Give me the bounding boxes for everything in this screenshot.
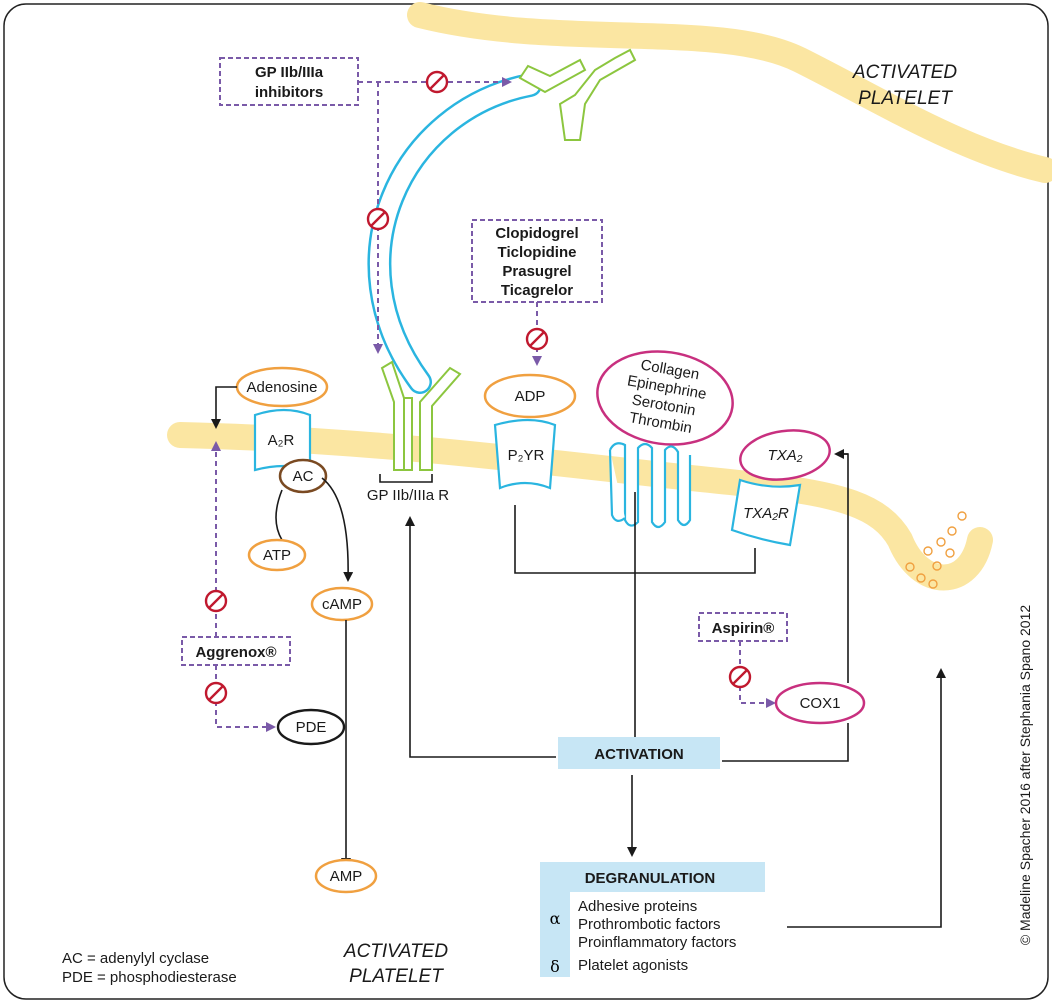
inhibition-symbol-icon	[728, 665, 752, 689]
gp-inhibitor-line1: GP IIb/IIIa	[255, 64, 324, 81]
pde-label: PDE	[296, 719, 327, 736]
adp-node	[483, 373, 577, 419]
p2y-drug-3: Ticagrelor	[501, 282, 573, 299]
ac-to-camp-arrow	[321, 477, 354, 582]
aspirin-box	[698, 612, 788, 642]
camp-node	[310, 586, 374, 622]
granules-icon	[905, 511, 967, 589]
p2yr-label: P₂YR	[508, 447, 545, 464]
txa2r-label: TXA₂R	[743, 505, 789, 522]
delta-label: δ	[550, 957, 560, 976]
degranulation-to-membrane-arrow	[787, 668, 946, 928]
top-title-line1: ACTIVATED	[852, 62, 957, 83]
ac-node	[278, 458, 328, 494]
activation-to-gp-arrow	[405, 516, 556, 758]
pde-node	[276, 708, 346, 746]
inhibition-symbol-icon	[366, 207, 390, 231]
ac-label: AC	[293, 468, 314, 485]
delta-item-0: Platelet agonists	[578, 957, 688, 974]
gp-inhibitor-line2: inhibitors	[255, 84, 323, 101]
p2y-drug-0: Clopidogrel	[495, 225, 578, 242]
atp-node	[247, 538, 307, 572]
credit-text: © Madeline Spacher 2016 after Stephania …	[1017, 605, 1033, 946]
frame	[3, 3, 1049, 1000]
txa2-node	[739, 429, 831, 481]
alpha-label: α	[550, 909, 561, 928]
alpha-item-2: Proinflammatory factors	[578, 934, 736, 951]
bottom-title-line1: ACTIVATED	[343, 941, 448, 962]
inhibition-symbol-icon	[204, 681, 228, 705]
activation-label: ACTIVATION	[594, 746, 683, 763]
activation-box	[558, 737, 720, 769]
aspirin-path	[739, 641, 776, 708]
cox1-node	[774, 681, 866, 725]
inhibition-symbol-icon	[425, 70, 449, 94]
adenosine-arrow	[211, 386, 237, 429]
agonists-node	[596, 350, 734, 446]
txa2r-receptor	[730, 478, 802, 547]
inhibition-symbol-icon	[204, 589, 228, 613]
top-title-line2: PLATELET	[858, 88, 953, 109]
a2r-label: A₂R	[268, 432, 295, 449]
top-membrane	[407, 2, 1052, 183]
atp-link	[275, 489, 283, 541]
p2yr-receptor	[493, 418, 557, 490]
legend-ac: AC = adenylyl cyclase	[62, 950, 209, 967]
degranulation-box	[540, 862, 765, 977]
aggrenox-label: Aggrenox®	[195, 644, 276, 661]
gp-receptor-top-icon	[518, 48, 637, 141]
adenosine-label: Adenosine	[247, 379, 318, 396]
gp-bracket	[379, 474, 433, 483]
aggrenox-box	[181, 636, 291, 666]
activation-to-cox1-line	[722, 723, 849, 762]
degranulation-title: DEGRANULATION	[585, 870, 716, 887]
gp-receptor-label: GP IIb/IIIa R	[367, 487, 449, 504]
p2y-drug-1: Ticlopidine	[498, 244, 577, 261]
p2y-drug-2: Prasugrel	[502, 263, 571, 280]
alpha-item-1: Prothrombotic factors	[578, 916, 721, 933]
amp-label: AMP	[330, 868, 363, 885]
gp-receptor-bottom-icon	[380, 360, 462, 471]
camp-label: cAMP	[322, 596, 362, 613]
txa2-label: TXA₂	[768, 447, 803, 464]
cox1-label: COX1	[800, 695, 841, 712]
bottom-title-line2: PLATELET	[349, 966, 444, 987]
legend-pde: PDE = phosphodiesterase	[62, 969, 237, 986]
atp-label: ATP	[263, 547, 291, 564]
amp-node	[314, 858, 378, 894]
aspirin-label: Aspirin®	[712, 620, 775, 637]
adp-label: ADP	[515, 388, 546, 405]
agonist-receptor	[609, 442, 692, 529]
alpha-item-0: Adhesive proteins	[578, 898, 697, 915]
inhibition-symbol-icon	[525, 327, 549, 351]
